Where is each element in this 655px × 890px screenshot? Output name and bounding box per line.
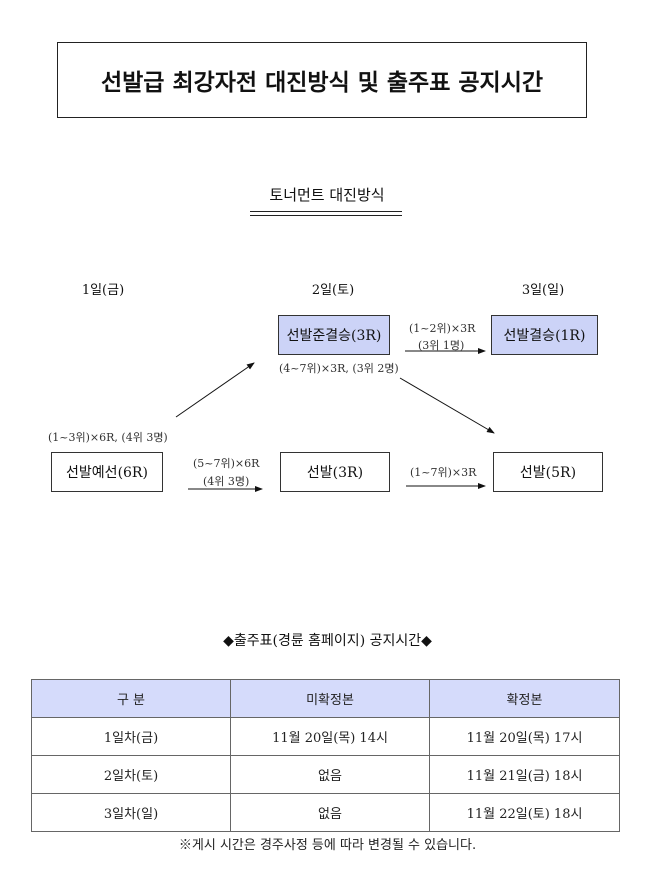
section-title-schedule: ◆출주표(경륜 홈페이지) 공지시간◆	[223, 633, 432, 649]
box-seonbal-3r: 선발(3R)	[280, 452, 390, 492]
note-semi-right-1: (1~2위)×3R	[409, 322, 476, 335]
note-semi-down: (4~7위)×3R, (3위 2명)	[279, 362, 399, 375]
note-semi-right-2: (3위 1명)	[418, 339, 465, 352]
box-prelim: 선발예선(6R)	[51, 452, 163, 492]
column-header: 구 분	[31, 679, 231, 718]
cell: 2일차(토)	[31, 755, 231, 794]
column-header: 미확정본	[230, 679, 430, 718]
day-label-2: 2일(토)	[311, 283, 355, 298]
box-seonbal-5r: 선발(5R)	[493, 452, 603, 492]
double-underline	[250, 211, 402, 216]
table-header-row: 구 분 미확정본 확정본	[31, 679, 620, 718]
day-label-3: 3일(일)	[521, 283, 565, 298]
note-s3-right: (1~7위)×3R	[410, 466, 477, 479]
cell: 11월 20일(목) 14시	[230, 717, 430, 756]
note-prelim-right-2: (4위 3명)	[203, 475, 250, 488]
page-title: 선발급 최강자전 대진방식 및 출주표 공지시간	[57, 42, 587, 118]
footnote: ※게시 시간은 경주사정 등에 따라 변경될 수 있습니다.	[178, 838, 477, 853]
note-prelim-up: (1~3위)×6R, (4위 3명)	[48, 431, 168, 444]
arrow-prelim-to-semi	[175, 362, 255, 418]
cell: 11월 22일(토) 18시	[429, 793, 620, 832]
cell: 3일차(일)	[31, 793, 231, 832]
box-semifinal: 선발준결승(3R)	[278, 315, 390, 355]
note-prelim-right-1: (5~7위)×6R	[193, 457, 260, 470]
column-header: 확정본	[429, 679, 620, 718]
day-label-1: 1일(금)	[81, 283, 125, 298]
box-final: 선발결승(1R)	[491, 315, 598, 355]
cell: 1일차(금)	[31, 717, 231, 756]
section-title-bracket: 토너먼트 대진방식	[269, 186, 385, 204]
cell: 11월 20일(목) 17시	[429, 717, 620, 756]
cell: 없음	[230, 755, 430, 794]
cell: 없음	[230, 793, 430, 832]
cell: 11월 21일(금) 18시	[429, 755, 620, 794]
arrow-semi-to-5r	[399, 377, 495, 434]
